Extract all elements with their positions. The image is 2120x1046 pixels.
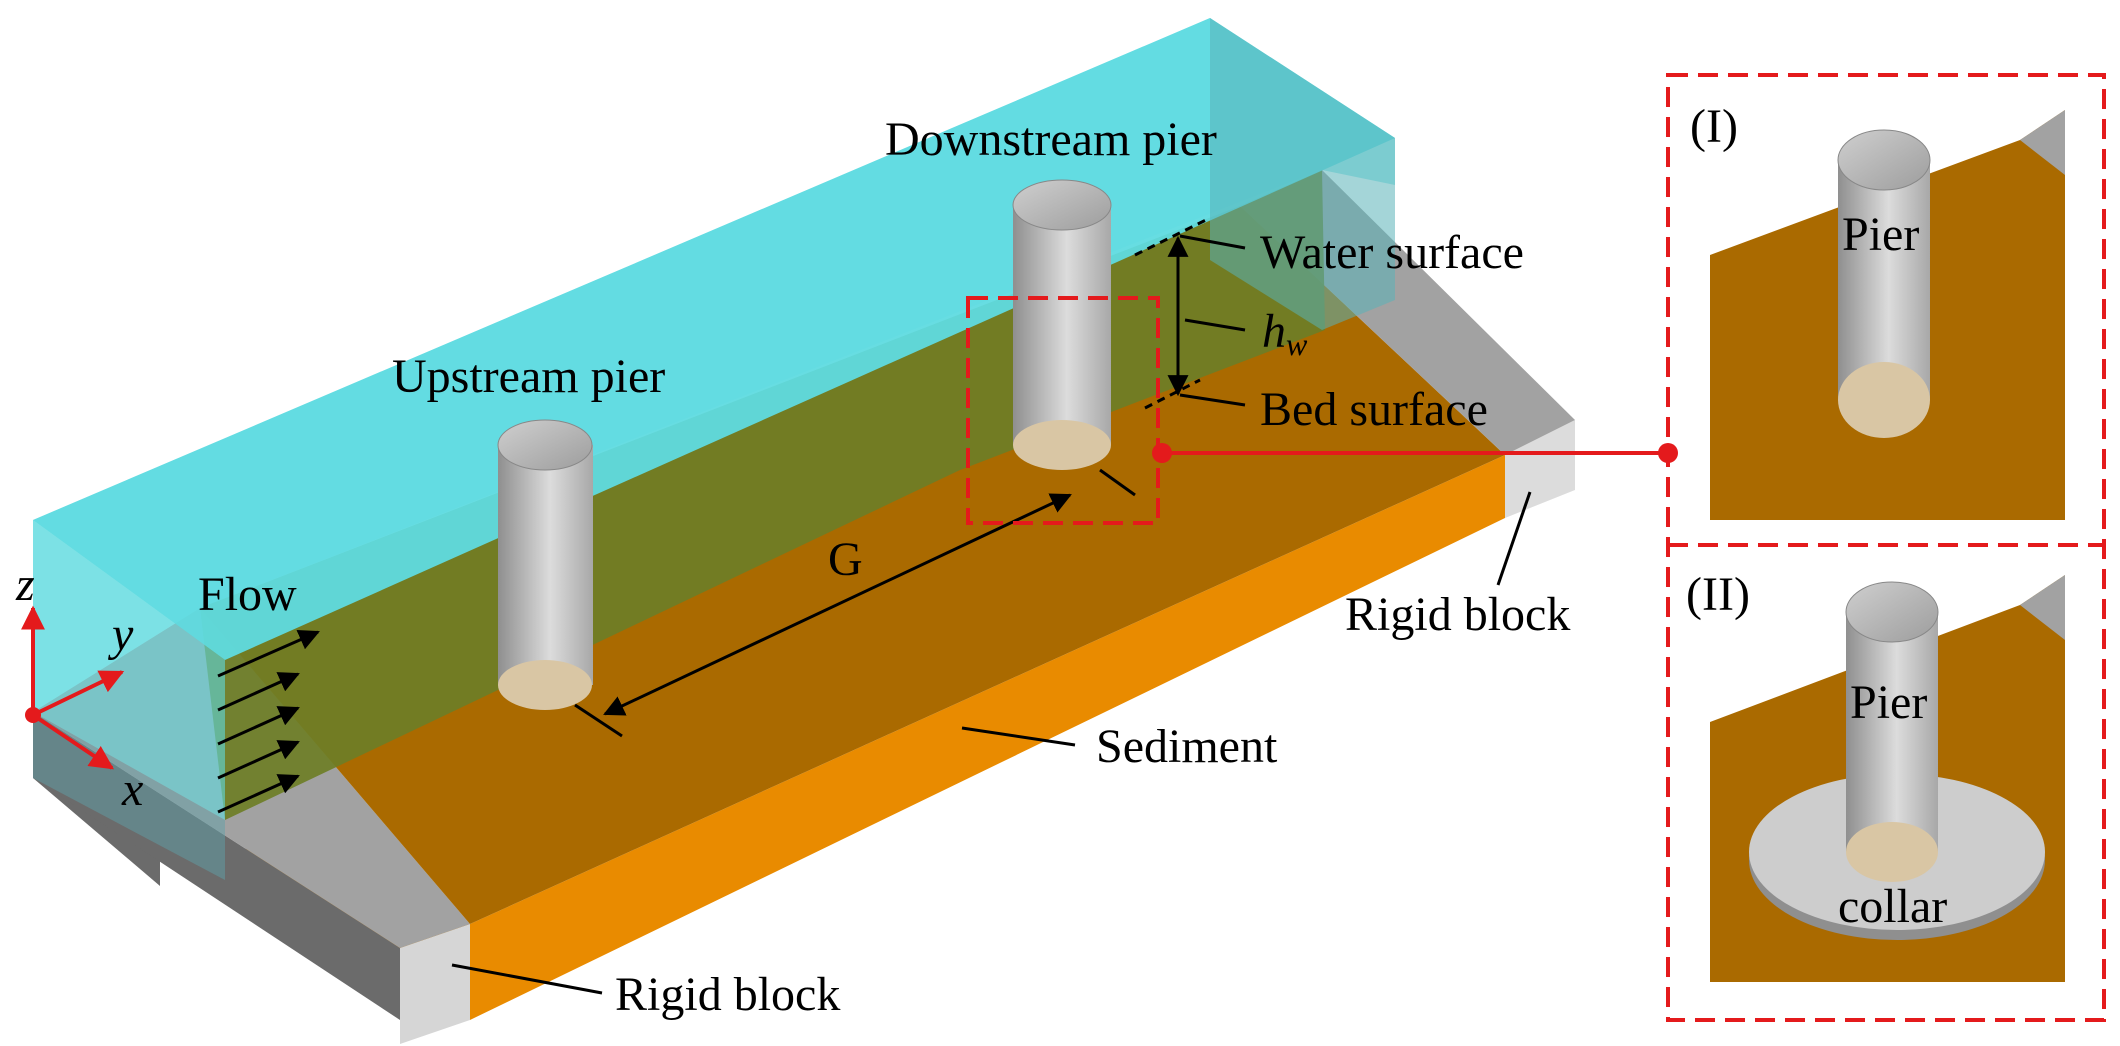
bed-surface-label: Bed surface [1260, 383, 1488, 436]
upstream-pier-body [498, 445, 593, 685]
inset-two-pier-label: Pier [1850, 676, 1927, 729]
water-depth-label: hw [1262, 305, 1308, 362]
zoom-region-box [966, 296, 1160, 525]
inset-one-pier-label: Pier [1842, 208, 1919, 261]
sediment-label: Sediment [1096, 720, 1278, 773]
water-left-side [33, 712, 225, 880]
x-axis [31, 713, 114, 770]
inset-two-tag: (II) [1686, 568, 1750, 621]
y-axis [32, 670, 125, 717]
upstream-pier-base [498, 660, 592, 710]
rigid-block-bottom-end [400, 924, 470, 1044]
downstream-pier-label: Downstream pier [885, 113, 1217, 166]
inset-one-pier-body [1838, 160, 1930, 400]
inset-two: (II) Pier collar [1686, 568, 2065, 982]
zoom-connector-start [1152, 443, 1172, 463]
coordinate-axes [21, 605, 125, 770]
water-surface-label: Water surface [1260, 226, 1524, 279]
axis-y-label: y [107, 608, 134, 661]
gap-dimension-arrow [603, 493, 1072, 716]
gap-tick-left [574, 703, 623, 738]
axis-x-label: x [121, 763, 143, 816]
water-depth-subscript: w [1286, 326, 1308, 362]
axis-z-label: z [15, 558, 35, 611]
water-surface-leader [1179, 234, 1246, 250]
inset-two-rigid [2020, 575, 2065, 640]
inset-one-pier-top [1837, 129, 1931, 191]
flow-label: Flow [198, 568, 297, 621]
flow-arrows [217, 630, 320, 814]
water-depth-leader [1184, 318, 1246, 332]
rigid-block-right-label: Rigid block [1345, 588, 1570, 641]
rigid-block-right-leader [1496, 491, 1532, 586]
rigid-block-bottom-leader [451, 963, 603, 995]
inset-two-pier-top [1845, 581, 1939, 643]
bed-surface-leader [1179, 393, 1246, 407]
downstream-pier-body [1013, 205, 1111, 445]
inset-one-rigid [2020, 110, 2065, 175]
rigid-block-right-end [1505, 420, 1575, 518]
inset-two-pier-body [1846, 612, 1938, 852]
inset-one-tag: (I) [1690, 100, 1738, 153]
water-left-face [33, 520, 225, 820]
inset-two-pier-base [1846, 822, 1938, 882]
upstream-pier-top [497, 419, 593, 471]
gap-label: G [828, 533, 863, 586]
water-top-face [33, 18, 1395, 660]
water-end-face [1210, 18, 1395, 330]
water-depth-symbol: h [1262, 305, 1286, 358]
inset-frame [1666, 73, 2106, 1022]
inset-one-pier-base [1838, 362, 1930, 438]
downstream-pier [1012, 179, 1112, 470]
axes-origin [25, 707, 41, 723]
rigid-block-bottom-label: Rigid block [615, 968, 840, 1021]
downstream-pier-top [1012, 179, 1112, 231]
downstream-pier-base [1013, 420, 1111, 470]
upstream-pier-label: Upstream pier [392, 350, 665, 403]
upstream-pier [497, 419, 593, 710]
sediment-leader [961, 726, 1076, 747]
collar-label: collar [1838, 880, 1947, 933]
gap-tick-right [1099, 468, 1136, 497]
inset-one: (I) Pier [1690, 100, 2065, 520]
inset-panels: (I) Pier (II) Pier collar [1666, 73, 2106, 1022]
